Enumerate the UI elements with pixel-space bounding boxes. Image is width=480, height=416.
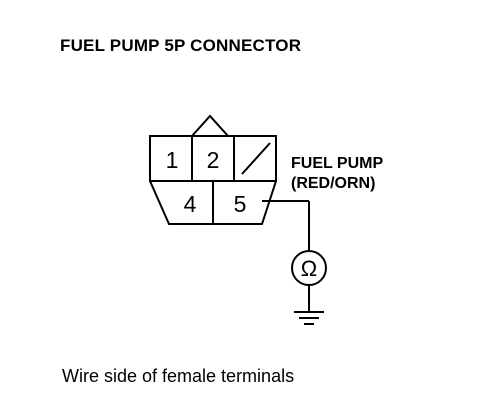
ground-icon bbox=[294, 311, 324, 325]
callout-line-1: FUEL PUMP bbox=[291, 155, 384, 172]
terminal-2-label: 2 bbox=[207, 147, 220, 173]
terminal-4-label: 4 bbox=[184, 191, 197, 217]
callout-line-2: (RED/ORN) bbox=[291, 175, 376, 192]
connector-lock-tab bbox=[191, 114, 229, 137]
empty-cavity-slash bbox=[241, 142, 271, 175]
diagram-title: FUEL PUMP 5P CONNECTOR bbox=[60, 36, 302, 55]
terminal-5-label: 5 bbox=[234, 191, 247, 217]
fuel-pump-callout: FUEL PUMP (RED/ORN) bbox=[291, 154, 383, 194]
diagram-caption: Wire side of female terminals bbox=[62, 366, 295, 386]
ohm-symbol: Ω bbox=[301, 256, 317, 281]
terminal-1-label: 1 bbox=[166, 147, 179, 173]
